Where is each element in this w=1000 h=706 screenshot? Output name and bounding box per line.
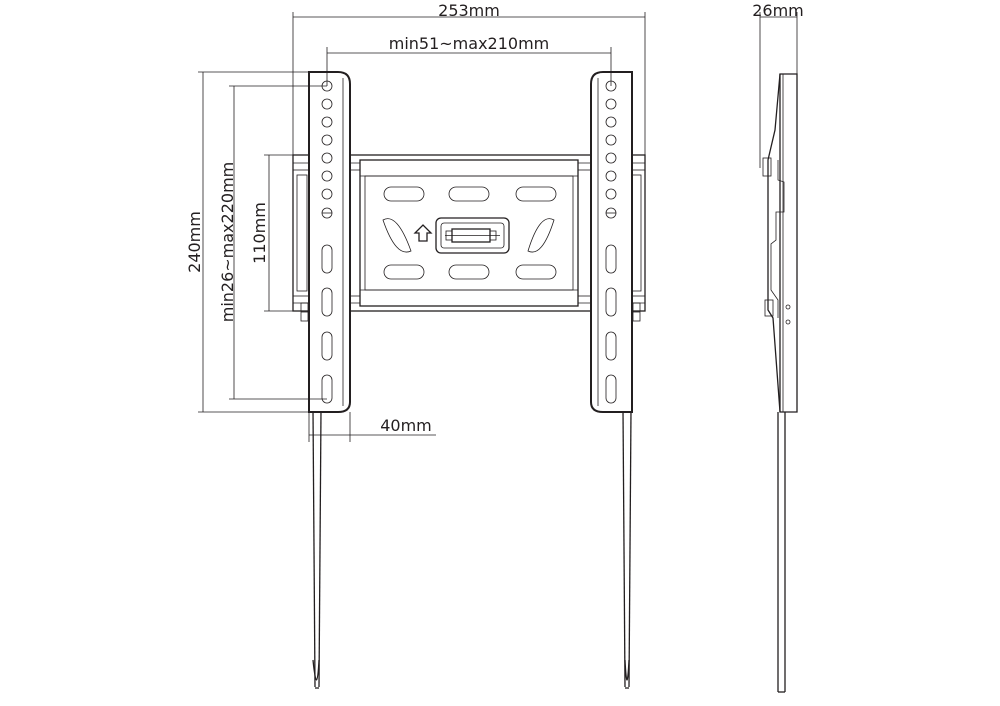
left-vertical-arm <box>300 71 351 689</box>
depth-label: 26mm <box>752 1 804 20</box>
right-vertical-arm <box>590 71 641 689</box>
up-arrow-icon <box>413 224 433 242</box>
dimension-vertical-hole-spacing: min26~max220mm <box>218 85 327 400</box>
horizontal-hole-spacing-label: min51~max210mm <box>389 34 550 53</box>
dimension-overall-width: 253mm <box>292 1 646 155</box>
wall-plate <box>292 154 646 312</box>
dimension-horizontal-hole-spacing: min51~max210mm <box>326 34 612 86</box>
arm-width-label: 40mm <box>380 416 432 435</box>
dimension-center-plate-height: 110mm <box>250 154 293 312</box>
dimension-arm-width: 40mm <box>308 412 436 442</box>
bubble-level-icon <box>435 217 510 254</box>
dimension-depth: 26mm <box>752 1 804 168</box>
overall-width-label: 253mm <box>438 1 500 20</box>
dimension-overall-height: 240mm <box>185 71 309 413</box>
vertical-hole-spacing-label: min26~max220mm <box>218 162 237 323</box>
overall-height-label: 240mm <box>185 211 204 273</box>
front-view <box>292 71 646 689</box>
side-view <box>762 73 798 693</box>
center-plate-height-label: 110mm <box>250 202 269 264</box>
